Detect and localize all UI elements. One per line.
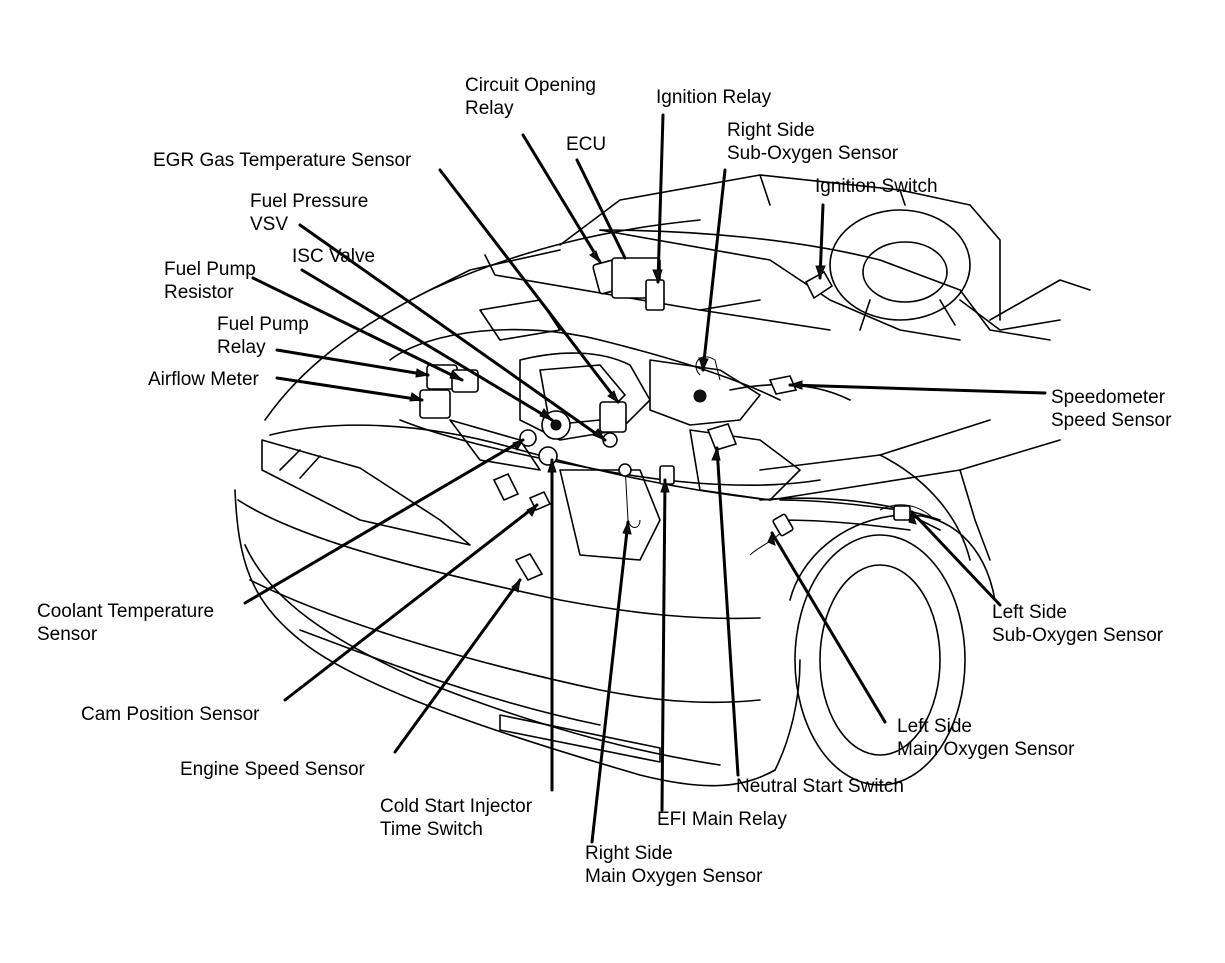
efi-main-relay-glyph <box>659 465 675 485</box>
label-engine-speed-sensor: Engine Speed Sensor <box>180 759 366 780</box>
egr-gas-temperature-sensor-glyph <box>599 401 627 433</box>
label-fuel-pump-resistor: Fuel Pump Resistor <box>164 259 261 303</box>
label-coolant-temperature-sensor: Coolant Temperature Sensor <box>37 601 219 645</box>
label-fuel-pressure-vsv: Fuel Pressure VSV <box>250 191 374 235</box>
label-neutral-start-switch: Neutral Start Switch <box>736 776 904 797</box>
label-speedometer-speed-sensor: Speedometer Speed Sensor <box>1051 387 1172 431</box>
car-body-outline <box>234 174 1091 787</box>
cam-position-sensor-glyph <box>492 472 520 502</box>
label-cam-position-sensor: Cam Position Sensor <box>81 704 260 725</box>
cold-start-injector-time-switch-glyph <box>538 446 558 466</box>
label-ignition-switch: Ignition Switch <box>815 176 938 197</box>
airflow-meter-glyph <box>419 389 451 419</box>
label-airflow-meter: Airflow Meter <box>148 369 260 390</box>
label-cold-start-injector-time-switch: Cold Start Injector Time Switch <box>380 796 537 840</box>
label-right-side-sub-oxygen-sensor: Right Side Sub-Oxygen Sensor <box>727 120 899 164</box>
label-ignition-relay: Ignition Relay <box>656 87 772 108</box>
label-isc-valve: ISC Valve <box>292 246 375 267</box>
ignition-relay-glyph <box>645 279 665 311</box>
label-circuit-opening-relay: Circuit Opening Relay <box>465 75 601 119</box>
neutral-start-switch-glyph <box>706 423 738 451</box>
label-egr-gas-temperature-sensor: EGR Gas Temperature Sensor <box>153 150 412 171</box>
label-fuel-pump-relay: Fuel Pump Relay <box>217 314 314 358</box>
right-main-oxygen-sensor-glyph <box>624 464 641 528</box>
ignition-switch-glyph <box>804 270 834 300</box>
leader-arrowheads <box>409 250 917 593</box>
label-right-side-main-oxygen-sensor: Right Side Main Oxygen Sensor <box>585 843 763 887</box>
coolant-temperature-sensor-glyph <box>519 429 537 447</box>
label-left-side-sub-oxygen-sensor: Left Side Sub-Oxygen Sensor <box>992 602 1164 646</box>
label-efi-main-relay: EFI Main Relay <box>657 809 787 830</box>
speedometer-speed-sensor-glyph <box>768 375 798 395</box>
leader-lines <box>243 113 1047 844</box>
component-labels: Circuit Opening Relay Ignition Relay ECU… <box>37 75 1172 887</box>
engine-bay <box>389 299 941 561</box>
label-left-side-main-oxygen-sensor: Left Side Main Oxygen Sensor <box>897 716 1075 760</box>
engine-speed-sensor-glyph <box>514 552 544 582</box>
label-ecu: ECU <box>566 134 606 155</box>
